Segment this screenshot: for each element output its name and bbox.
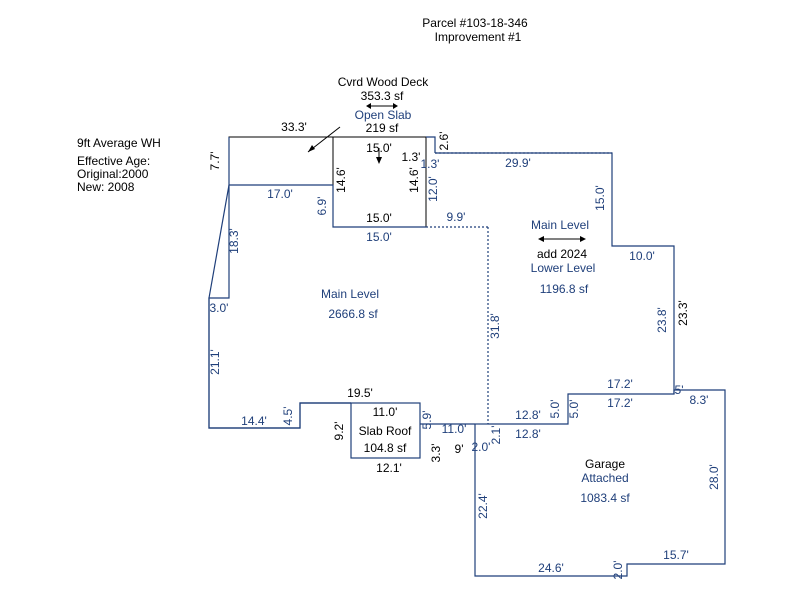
main-level-top-middle [332,185,426,228]
dim-17-0: 17.0' [267,187,293,201]
dim-15-0-bot: 15.0' [366,230,392,244]
dim-18-3: 18.3' [227,228,241,254]
main-level-left [208,185,351,429]
deck-name: Cvrd Wood Deck [338,75,429,89]
dim-5-0-a: 5.0' [548,400,562,419]
dim-2-0-a: 2.0' [472,440,491,454]
dim-2-1: 2.1' [489,426,503,445]
dim-2-0-b: 2.0' [611,561,625,580]
lower-level-area: 1196.8 sf [540,282,589,296]
main-level-right-step [426,136,436,153]
garage-name: Garage [585,457,625,471]
dim-19-5: 19.5' [347,386,373,400]
dim-14-6-a: 14.6' [334,167,348,193]
dim-10-0: 10.0' [629,249,655,263]
main-level-area: 2666.8 sf [328,307,378,321]
dim-15-0-top: 15.0' [366,141,392,155]
open-slab-area: 219 sf [366,121,399,135]
lower-level-name: Main Level [531,218,589,232]
dim-33-3: 33.3' [281,120,307,134]
lower-level-note: add 2024 [537,247,587,261]
dim-3-0: 3.0' [210,301,229,315]
dim-3-3: 3.3' [429,444,443,463]
dim-24-6: 24.6' [538,561,564,575]
dim-2-6: 2.6' [437,132,451,151]
dim-23-3: 23.3' [676,300,690,326]
dim-1-3-a: 1.3' [402,150,421,164]
slab-roof-name: Slab Roof [359,424,412,438]
dim-23-8: 23.8' [655,307,669,333]
slab-roof-area: 104.8 sf [364,441,407,455]
note-effective-age: Effective Age: [77,154,150,168]
slab-roof-outline [350,402,421,459]
dim-15-0-v: 15.0' [593,185,607,211]
dim-15-7: 15.7' [663,548,689,562]
dim-9: 9' [455,442,464,456]
garage-area: 1083.4 sf [580,491,630,505]
deck-leader-arrowhead [308,145,315,152]
garage-sub: Attached [581,471,628,485]
open-slab-arrowhead [376,157,382,164]
main-level-name: Main Level [321,287,379,301]
dim-12-8-a: 12.8' [515,408,541,422]
deck-area: 353.3 sf [361,89,404,103]
dim-22-4: 22.4' [476,493,490,519]
dim-17-2-a: 17.2' [607,377,633,391]
deck-area-arrowhead-r [393,103,398,109]
dim-11-0-top: 11.0' [373,405,398,419]
dim-8-3: 8.3' [690,393,709,407]
lower-area-arrowhead-r [580,236,586,242]
note-original: Original:2000 [77,167,149,181]
dim-6-9: 6.9' [315,197,329,216]
lower-level-sub: Lower Level [531,261,596,275]
dim-5-0-b: 5.0' [567,400,581,419]
dim-28-0: 28.0' [707,464,721,490]
dim-11-0-right: 11.0' [442,422,467,436]
parcel-title: Parcel #103-18-346 [422,16,528,30]
dim-29-9: 29.9' [505,156,531,170]
dim-15-0-mid: 15.0' [366,211,392,225]
dim-5-tiny: 5' [675,383,684,397]
dim-12-1: 12.1' [376,461,402,475]
dim-9-9: 9.9' [447,210,466,224]
dim-9-2: 9.2' [332,422,346,441]
garage-outline [474,389,726,577]
dim-7-7: 7.7' [208,152,222,171]
dim-12-8-b: 12.8' [515,427,541,441]
note-new: New: 2008 [77,180,135,194]
note-wall-height: 9ft Average WH [77,136,161,150]
dim-12-0: 12.0' [426,176,440,202]
lower-level-outline [435,152,675,425]
dim-14-6-b: 14.6' [407,167,421,193]
dim-17-2-b: 17.2' [607,396,633,410]
lower-area-arrowhead-l [538,236,544,242]
deck-area-arrowhead-l [366,103,371,109]
dim-1-3-b: 1.3' [421,157,440,171]
dim-31-8: 31.8' [488,313,502,339]
dim-5-9: 5.9' [420,411,434,430]
dim-4-5: 4.5' [281,407,295,426]
open-slab-name: Open Slab [355,108,412,122]
dim-21-1: 21.1' [208,349,222,375]
improvement-title: Improvement #1 [435,30,522,44]
dim-14-4: 14.4' [241,414,267,428]
